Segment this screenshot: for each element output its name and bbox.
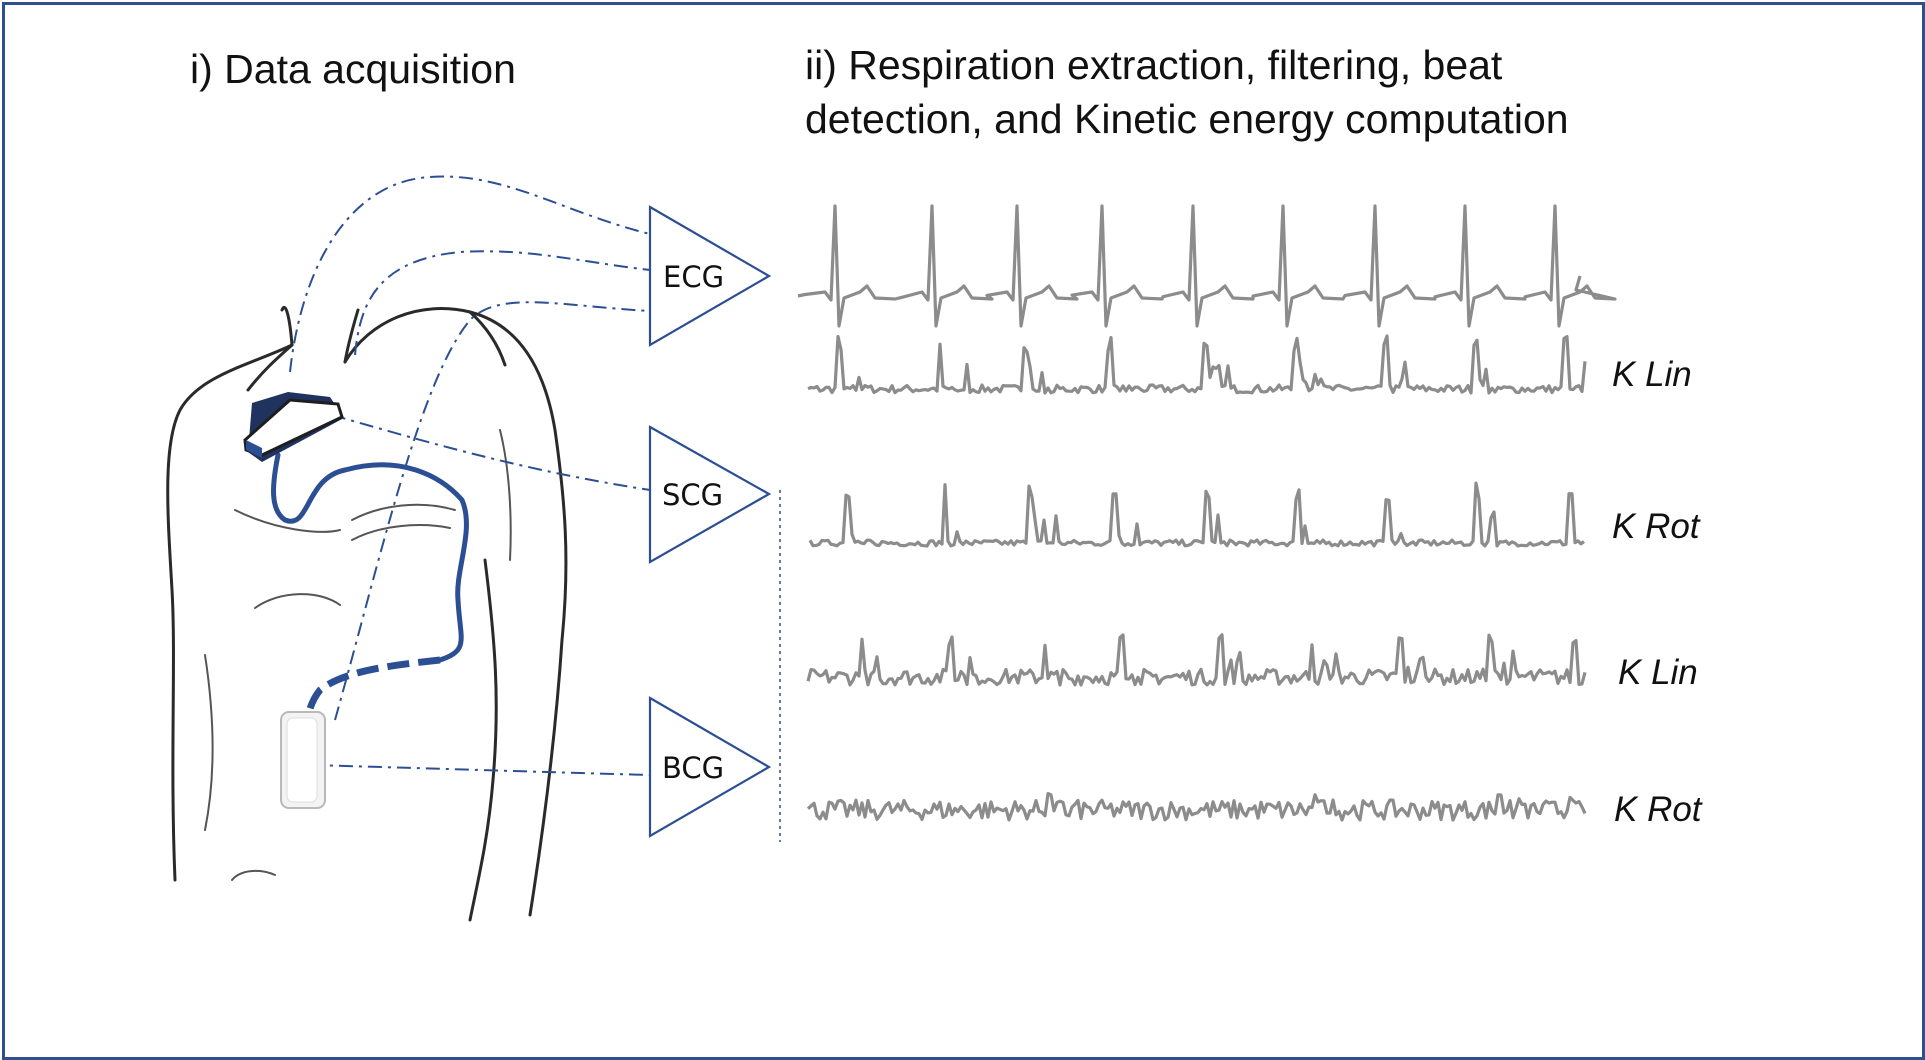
bcg-klin-trace [806,633,1587,687]
processing-title-line2: detection, and Kinetic energy computatio… [805,96,1569,142]
bcg-amplifier-label: BCG [662,751,724,785]
ecg-amplifier-label: ECG [663,260,724,294]
abdominal-sensor-device [280,711,326,809]
scg-krot-label: K Rot [1612,507,1701,546]
scg-klin-label: K Lin [1612,355,1692,394]
device-cable [271,452,469,739]
scg-amplifier: SCG [648,425,772,564]
ecg-trace [797,204,1617,328]
bcg-krot-trace [806,792,1587,822]
lead-wires [289,175,781,842]
bcg-krot-label: K Rot [1614,790,1703,829]
processing-title-line1: ii) Respiration extraction, filtering, b… [805,42,1503,88]
scg-klin-trace [807,334,1587,395]
scg-krot-trace [808,481,1585,548]
chest-sensor-device [243,392,344,462]
data-acquisition-title: i) Data acquisition [190,46,516,92]
ecg-amplifier: ECG [648,205,772,347]
scg-amplifier-label: SCG [662,478,723,512]
torso-illustration [166,306,568,922]
bcg-klin-label: K Lin [1618,653,1698,692]
bcg-amplifier: BCG [648,696,772,838]
